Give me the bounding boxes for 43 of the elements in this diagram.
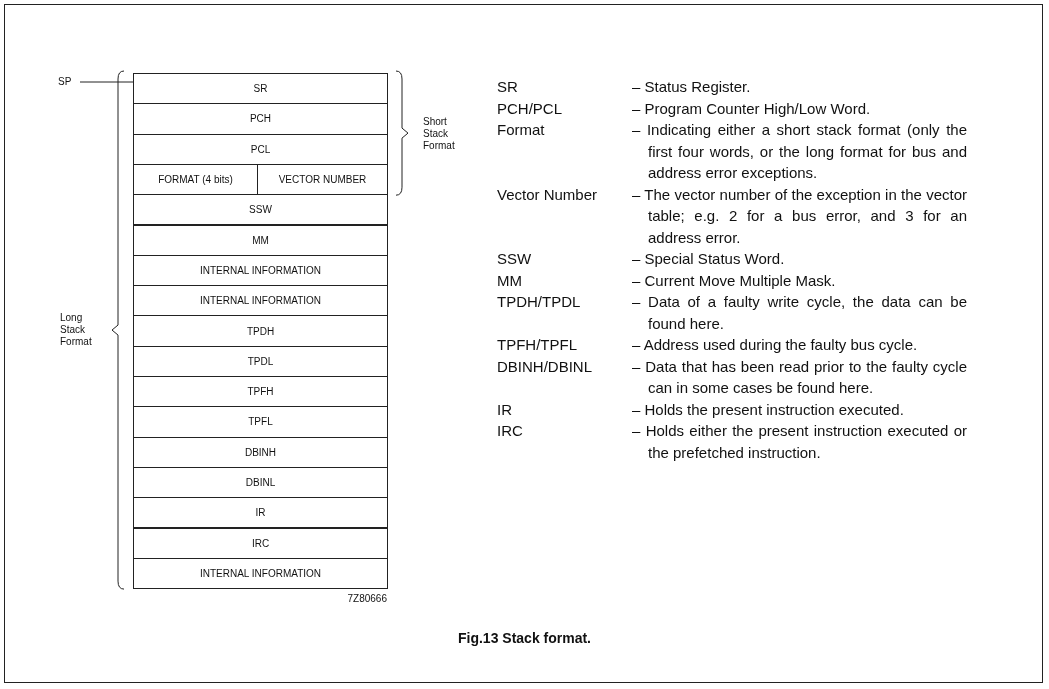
glossary-term: SR — [497, 77, 519, 97]
glossary-term: PCH/PCL — [497, 98, 564, 119]
stack-word-cell: INTERNAL INFORMATION — [133, 557, 388, 590]
glossary-term: IRC — [497, 421, 524, 441]
stack-word-cell: DBINH — [133, 436, 388, 468]
glossary-term: MM — [497, 270, 523, 291]
stack-word-cell: MM — [133, 224, 388, 256]
glossary-term: Format — [497, 120, 546, 140]
stack-word-cell: SR — [133, 73, 388, 105]
stack-word-cell: TPDL — [133, 345, 388, 377]
glossary-definition: – The vector number of the exception in the vector table; e.g. 2 for a bus error, and 3 for an address error. — [632, 184, 967, 248]
glossary-term: IR — [497, 399, 513, 420]
glossary-definition: – Data of a faulty write cycle, the data can be found here. — [632, 292, 967, 334]
glossary-definition: – Indicating either a short stack format (only the first four words, or the long format for bus and address error exceptions. — [632, 120, 967, 183]
stack-word-cell: TPDH — [133, 315, 388, 347]
figure-caption: Fig.13 Stack format. — [456, 630, 592, 646]
glossary-term: TPFH/TPFL — [497, 335, 578, 355]
glossary-definition: – Holds either the present instruction executed or the prefetched instruction. — [632, 421, 967, 463]
bracket-label: Short Stack Format — [423, 116, 456, 152]
glossary-definition: – Special Status Word. — [632, 249, 786, 269]
stack-word-cell: TPFL — [133, 406, 388, 438]
stack-word-cell: INTERNAL INFORMATION — [133, 254, 388, 287]
glossary-term: DBINH/DBINL — [497, 356, 594, 377]
glossary-definition: – Program Counter High/Low Word. — [632, 98, 872, 119]
bracket-label: Long Stack Format — [60, 312, 93, 348]
stack-word-cell: IR — [133, 497, 388, 529]
stack-word-cell: IRC — [133, 527, 388, 559]
glossary-definition: – Address used during the faulty bus cycle. — [632, 335, 919, 355]
glossary-definition: – Status Register. — [632, 77, 752, 97]
glossary-definition: – Data that has been read prior to the faulty cycle can in some cases be found here. — [632, 356, 967, 398]
stack-word-cell: TPFH — [133, 376, 388, 408]
pointer-label: SP — [58, 76, 72, 88]
stack-word-cell: INTERNAL INFORMATION — [133, 285, 388, 317]
glossary-term: TPDH/TPDL — [497, 292, 582, 312]
glossary-term: Vector Number — [497, 184, 599, 205]
glossary-term: SSW — [497, 249, 533, 269]
stack-word-cell: PCL — [133, 133, 388, 165]
stack-word-cell: SSW — [133, 194, 388, 226]
stack-word-cell: DBINL — [133, 466, 388, 499]
stack-word-cell: PCH — [133, 103, 388, 135]
glossary-definition: – Holds the present instruction executed. — [632, 399, 905, 420]
glossary-definition: – Current Move Multiple Mask. — [632, 270, 837, 291]
figure-code: 7Z80666 — [346, 593, 387, 605]
